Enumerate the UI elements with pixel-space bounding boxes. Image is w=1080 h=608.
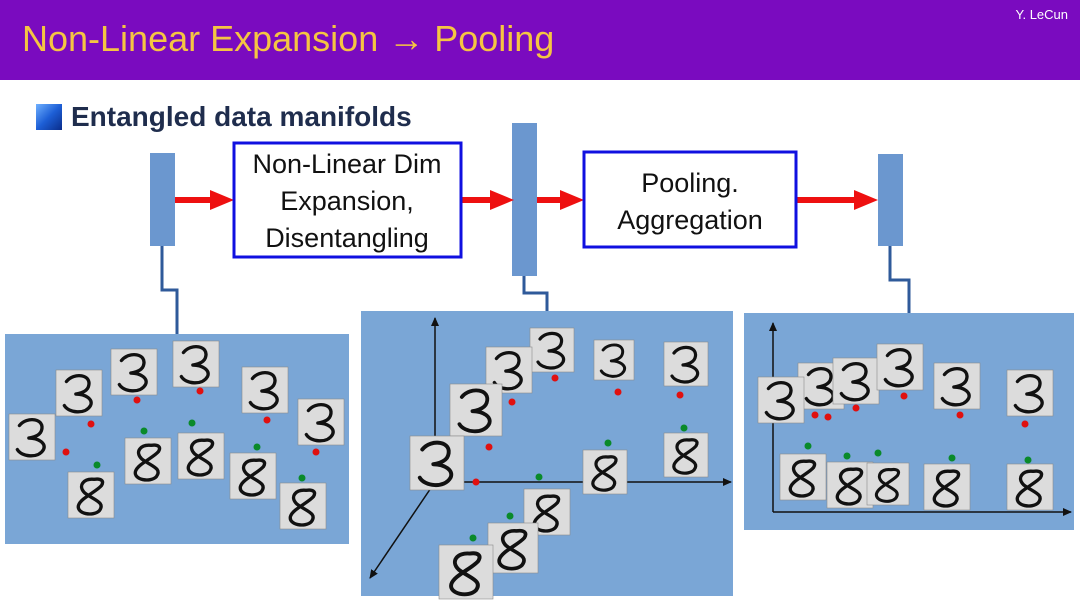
pooling-box <box>582 150 798 249</box>
bullet-text: Entangled data manifolds <box>71 101 412 132</box>
expanded-vector <box>512 123 537 276</box>
red-dot <box>87 420 95 428</box>
green-dot <box>188 419 196 427</box>
green-dot <box>140 427 148 435</box>
red-dot <box>472 478 480 486</box>
red-dot <box>824 413 832 421</box>
green-dot <box>604 439 612 447</box>
green-dot <box>843 452 851 460</box>
green-dot <box>948 454 956 462</box>
digit-3-glyph <box>8 413 56 461</box>
digit-3-glyph <box>663 341 709 387</box>
slide-title: Non-Linear Expansion → Pooling <box>22 18 555 59</box>
author-label: Y. LeCun <box>1015 7 1068 22</box>
pooled-vector <box>878 154 903 246</box>
digit-3-glyph <box>593 339 635 381</box>
red-dot <box>811 411 819 419</box>
red-dot <box>312 448 320 456</box>
square-bullet-icon <box>36 104 62 130</box>
digit-3-glyph <box>409 435 465 491</box>
red-dot <box>551 374 559 382</box>
digit-8-glyph <box>866 462 910 506</box>
input-vector <box>150 153 175 246</box>
digit-8-glyph <box>582 449 628 495</box>
digit-8-glyph <box>826 461 874 509</box>
digit-8-glyph <box>663 432 709 478</box>
digit-3-glyph <box>1006 369 1054 417</box>
box1-line-2: Expansion, <box>280 186 414 216</box>
digit-3-glyph <box>933 362 981 410</box>
connector-line <box>522 276 549 311</box>
arrow-right-icon <box>175 190 234 210</box>
digit-3-glyph <box>757 376 805 424</box>
digit-8-glyph <box>923 463 971 511</box>
digit-3-glyph <box>832 357 880 405</box>
digit-8-glyph <box>67 471 115 519</box>
red-dot <box>1021 420 1029 428</box>
digit-3-glyph <box>449 383 503 437</box>
digit-3-glyph <box>241 366 289 414</box>
green-dot <box>298 474 306 482</box>
green-dot <box>535 473 543 481</box>
green-dot <box>1024 456 1032 464</box>
green-dot <box>506 512 514 520</box>
arrow-right-icon <box>797 190 878 210</box>
red-dot <box>956 411 964 419</box>
red-dot <box>133 396 141 404</box>
red-dot <box>676 391 684 399</box>
digit-3-glyph <box>172 340 220 388</box>
red-dot <box>62 448 70 456</box>
connector-line <box>160 246 179 334</box>
digit-3-glyph <box>876 343 924 391</box>
bullet-item: Entangled data manifolds <box>36 101 412 133</box>
digit-3-glyph <box>110 348 158 396</box>
connector-line <box>888 246 911 313</box>
red-dot <box>508 398 516 406</box>
green-dot <box>804 442 812 450</box>
digit-8-glyph <box>229 452 277 500</box>
red-dot <box>614 388 622 396</box>
axis-arrow-icon <box>369 481 436 579</box>
digit-3-glyph <box>529 327 575 373</box>
digit-3-glyph <box>297 398 345 446</box>
green-dot <box>469 534 477 542</box>
red-dot <box>852 404 860 412</box>
box2-line-2: Aggregation <box>617 205 763 235</box>
green-dot <box>253 443 261 451</box>
green-dot <box>680 424 688 432</box>
red-dot <box>196 387 204 395</box>
arrow-right-icon <box>461 190 514 210</box>
digit-8-glyph <box>177 432 225 480</box>
green-dot <box>93 461 101 469</box>
red-dot <box>485 443 493 451</box>
digit-8-glyph <box>124 437 172 485</box>
digit-3-glyph <box>55 369 103 417</box>
red-dot <box>900 392 908 400</box>
title-bar: Non-Linear Expansion → Pooling Y. LeCun <box>0 0 1080 80</box>
digit-8-glyph <box>279 482 327 530</box>
expansion-box <box>232 141 463 259</box>
green-dot <box>874 449 882 457</box>
box1-line-3: Disentangling <box>265 223 429 253</box>
digit-8-glyph <box>438 544 494 600</box>
red-dot <box>263 416 271 424</box>
digit-8-glyph <box>779 453 827 501</box>
digit-8-glyph <box>1006 463 1054 511</box>
box2-line-1: Pooling. <box>641 168 739 198</box>
arrow-right-icon <box>537 190 584 210</box>
box1-line-1: Non-Linear Dim <box>252 149 441 179</box>
digit-8-glyph <box>487 522 539 574</box>
